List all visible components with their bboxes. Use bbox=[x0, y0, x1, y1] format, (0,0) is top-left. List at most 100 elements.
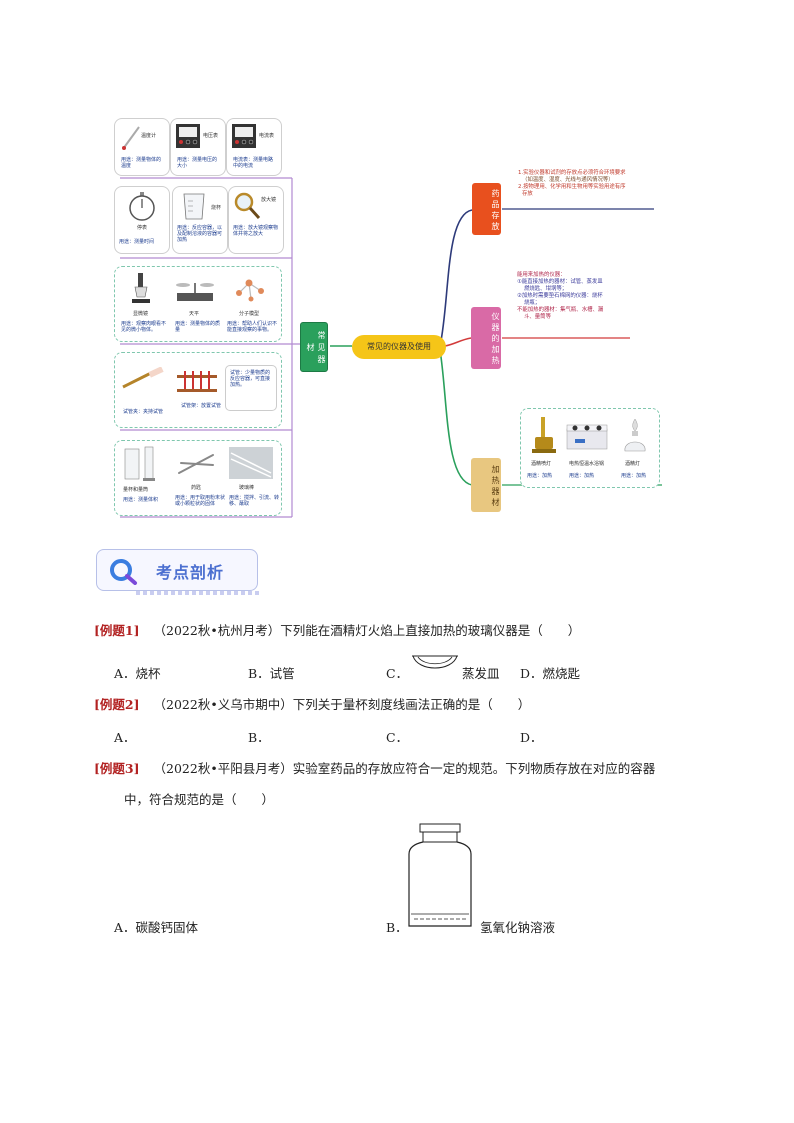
option-b[interactable]: B． bbox=[386, 920, 408, 935]
glass-rod-image bbox=[229, 447, 273, 479]
water-bath-image bbox=[566, 424, 608, 450]
heater-name: 电热恒温水浴锅 bbox=[569, 461, 605, 467]
molecule-model-image bbox=[236, 279, 264, 302]
question-stem: （2022秋•义乌市期中）下列关于量杯刻度线画法正确的是（ ） bbox=[153, 697, 531, 712]
option-a[interactable]: A．烧杯 bbox=[114, 666, 161, 681]
node-instrument-heating: 仪器的加热 bbox=[471, 307, 501, 369]
section-header-frame bbox=[96, 549, 258, 591]
option-d[interactable]: D．燃烧匙 bbox=[520, 666, 581, 681]
row5-box: 量杯和量筒 药匙 玻璃棒 用途：测量体积 用途：用于取用粉末状或小颗粒状的固体 … bbox=[114, 440, 282, 516]
row3-box: 显微镜 天平 分子模型 用途：观察肉眼看不见的微小物体。 用途：测量物体的质量 … bbox=[114, 266, 282, 342]
option-b-label: 氢氧化钠溶液 bbox=[480, 920, 556, 935]
option-a[interactable]: A． bbox=[114, 730, 136, 745]
question-text: [例题1] （2022秋•杭州月考）下列能在酒精灯火焰上直接加热的玻璃仪器是（ … bbox=[94, 620, 580, 639]
card-name: 烧杯 bbox=[211, 205, 222, 211]
heaters-panel: 酒精喷灯 电热恒温水浴锅 酒精灯 用途：加热 用途：加热 用途：加热 bbox=[520, 408, 660, 488]
card-name: 放大镜 bbox=[261, 197, 277, 203]
heat-note-line: ①能直接加热的器材：试管、蒸发皿 bbox=[517, 279, 603, 285]
card-name: 量杯和量筒 bbox=[123, 487, 149, 493]
card-use: 用途：测量电压的大小 bbox=[177, 157, 218, 169]
card-voltmeter: 电压表 用途：测量电压的大小 bbox=[170, 118, 226, 176]
spatula-image bbox=[178, 454, 214, 474]
card-use: 用途：测量体积 bbox=[123, 497, 159, 503]
balance-image bbox=[176, 283, 214, 301]
card-use: 用途：放大镜观察物体并将之放大 bbox=[233, 225, 279, 237]
storage-note-line: 2.按物理用、化学用和生物用等实验用途有序 bbox=[518, 184, 626, 190]
card-use: 电流表：测量电路中的电流 bbox=[233, 157, 274, 169]
heater-use: 用途：加热 bbox=[621, 473, 647, 479]
card-use: 试管架：放置试管 bbox=[181, 403, 222, 409]
card-ammeter: 电流表 电流表：测量电路中的电流 bbox=[226, 118, 282, 176]
card-name: 玻璃棒 bbox=[239, 485, 255, 491]
card-use: 用途：用于取用粉末状或小颗粒状的固体 bbox=[175, 495, 226, 507]
heat-note-title: 能用来加热的仪器： bbox=[517, 272, 566, 278]
reagent-bottle-image bbox=[408, 823, 472, 927]
stopwatch-image bbox=[129, 192, 155, 221]
heat-note-line: 不能加热的器材：集气瓶、水槽、漏 bbox=[517, 307, 604, 313]
question-text: [例题2] （2022秋•义乌市期中）下列关于量杯刻度线画法正确的是（ ） bbox=[94, 694, 530, 713]
thermometer-image bbox=[122, 126, 140, 150]
alcohol-blowlamp-image bbox=[532, 417, 556, 453]
heater-use: 用途：加热 bbox=[527, 473, 553, 479]
magnifier-image bbox=[234, 192, 261, 220]
beaker-image bbox=[183, 193, 205, 220]
card-thermometer: 温度计 用途：测量物体的温度 bbox=[114, 118, 170, 176]
option-a[interactable]: A．碳酸钙固体 bbox=[114, 920, 199, 935]
question-tag: [例题2] bbox=[94, 697, 140, 712]
card-use: 用途：测量物体的质量 bbox=[175, 321, 221, 333]
card-name: 停表 bbox=[137, 225, 148, 231]
microscope-image bbox=[132, 273, 150, 303]
test-tube-holder-image bbox=[122, 367, 164, 389]
question-stem: （2022秋•杭州月考）下列能在酒精灯火焰上直接加热的玻璃仪器是（ ） bbox=[153, 623, 581, 638]
question-tag: [例题1] bbox=[94, 623, 140, 638]
card-name: 电流表 bbox=[259, 133, 275, 139]
option-b[interactable]: B． bbox=[248, 730, 270, 745]
option-c[interactable]: C． bbox=[386, 730, 409, 745]
card-name: 温度计 bbox=[141, 133, 157, 139]
option-c-label: 蒸发皿 bbox=[462, 666, 500, 681]
mindmap-center-node: 常见的仪器及使用 bbox=[352, 335, 446, 359]
evaporating-dish-image bbox=[412, 655, 458, 669]
question-stem-cont: 中，符合规范的是（ ） bbox=[124, 792, 275, 807]
heat-note-line: 烧瓶； bbox=[524, 300, 541, 306]
heat-notes: 能用来加热的仪器： ①能直接加热的器材：试管、蒸发皿 燃烧匙、坩埚等； ②加热时… bbox=[517, 272, 637, 321]
node-heating-equipment: 加热器材 bbox=[471, 458, 501, 512]
option-b[interactable]: B．试管 bbox=[248, 666, 295, 681]
storage-note-line: 存放 bbox=[522, 191, 533, 197]
storage-note-line: （如温度、湿度、光线与通风情况等） bbox=[522, 177, 614, 183]
card-use: 用途：观察肉眼看不见的微小物体。 bbox=[121, 321, 167, 333]
section-title: 考点剖析 bbox=[156, 563, 225, 582]
heater-use: 用途：加热 bbox=[569, 473, 595, 479]
card-use: 试管：少量物质的反应容器，可直接加热。 bbox=[230, 370, 271, 388]
node-drug-storage: 药品存放 bbox=[472, 183, 501, 235]
question-stem: （2022秋•平阳县月考）实验室药品的存放应符合一定的规范。下列物质存放在对应的… bbox=[153, 761, 656, 776]
heater-name: 酒精喷灯 bbox=[531, 461, 552, 467]
card-name: 天平 bbox=[189, 311, 200, 317]
storage-note-line: 1.实验仪器和试剂的存放点必须符合环境要求 bbox=[518, 170, 626, 176]
voltmeter-image bbox=[176, 124, 200, 148]
card-use: 用途：测量物体的温度 bbox=[121, 157, 162, 169]
search-icon bbox=[110, 559, 137, 585]
heat-note-line: 燃烧匙、坩埚等； bbox=[524, 286, 568, 292]
ammeter-image bbox=[232, 124, 256, 148]
section-header: 考点剖析 bbox=[96, 549, 266, 595]
card-stopwatch: 停表 用途：测量时间 bbox=[114, 186, 170, 254]
question-tag: [例题3] bbox=[94, 761, 140, 776]
card-use: 用途：搅拌、引流、转移、蘸取 bbox=[229, 495, 280, 507]
test-tube-card: 试管：少量物质的反应容器，可直接加热。 bbox=[225, 365, 277, 411]
option-d[interactable]: D． bbox=[520, 730, 543, 745]
card-use: 用途：帮助人们认识不能直接观察的事物。 bbox=[227, 321, 278, 333]
question-text: [例题3] （2022秋•平阳县月考）实验室药品的存放应符合一定的规范。下列物质… bbox=[94, 758, 655, 777]
card-use: 试管夹：夹持试管 bbox=[123, 409, 164, 415]
heat-note-line: ②加热时需要垫石棉网的仪器：烧杯 bbox=[517, 293, 603, 299]
card-name: 显微镜 bbox=[133, 311, 149, 317]
test-tube-rack-image bbox=[177, 371, 217, 392]
row4-box: 试管夹：夹持试管 试管架：放置试管 试管：少量物质的反应容器，可直接加热。 bbox=[114, 352, 282, 428]
card-name: 药匙 bbox=[191, 485, 202, 491]
heat-note-line: 斗、量筒等 bbox=[524, 314, 551, 320]
storage-notes: 1.实验仪器和试剂的存放点必须符合环境要求 （如温度、湿度、光线与通风情况等） … bbox=[518, 170, 658, 198]
measuring-cylinder-image bbox=[124, 446, 155, 481]
card-name: 电压表 bbox=[203, 133, 219, 139]
option-c[interactable]: C． bbox=[386, 666, 409, 681]
card-beaker: 烧杯 用途：反应容器，以及配制溶液的容器可加热 bbox=[172, 186, 228, 254]
